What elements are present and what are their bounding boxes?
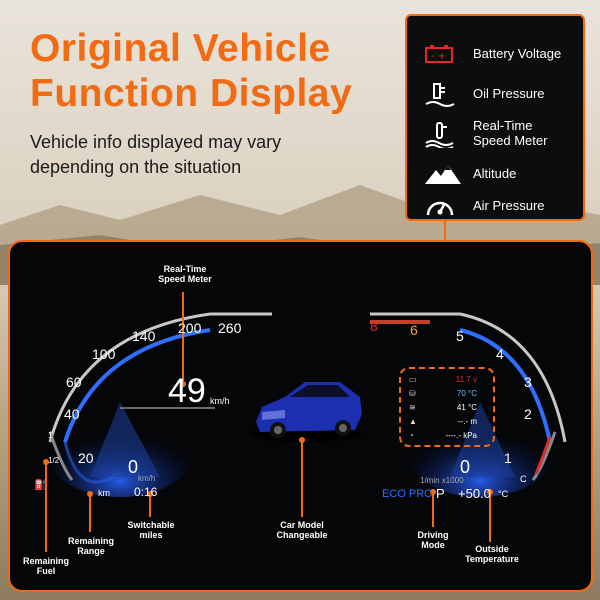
speed-needle-unit: km/h: [138, 474, 156, 483]
legend-item-battery: - + Battery Voltage: [407, 40, 583, 70]
speed-tick: 200: [178, 320, 202, 336]
speed-unit: km/h: [210, 396, 230, 406]
current-speed: 49: [168, 372, 206, 410]
readout-battery: ▭ 11.7 v: [409, 375, 477, 384]
fuel-pump-icon: ⛽: [34, 480, 47, 491]
speed-needle-value: 0: [128, 457, 139, 477]
trip-time: 0:16: [134, 485, 158, 499]
readout-altitude: ▲ --.- m: [409, 417, 477, 426]
temperature-icon: [425, 122, 454, 148]
page-subtitle: Vehicle info displayed may vary dependin…: [30, 132, 282, 177]
legend-item-air-pressure: Air Pressure: [407, 192, 583, 222]
oil-pressure-icon: [425, 83, 455, 107]
legend-item-oil-pressure: Oil Pressure: [407, 80, 583, 110]
oil-pressure-icon: ⛁: [409, 389, 416, 398]
temp-mark: C: [520, 474, 527, 484]
page-title: Original Vehicle Function Display: [30, 27, 353, 115]
outside-temperature: +50.0: [458, 486, 491, 501]
readout-air-pressure: ◔ ----.- kPa: [409, 431, 477, 440]
speed-tick: 100: [92, 346, 116, 362]
battery-icon: ▭: [409, 375, 417, 384]
gear-indicator: P: [436, 486, 445, 501]
rpm-tick: 6: [410, 322, 418, 338]
speed-tick: 20: [78, 450, 94, 466]
speed-tick: 60: [66, 374, 82, 390]
speed-tick: 40: [64, 406, 80, 422]
mountain-icon: [425, 165, 461, 184]
fuel-mark-half: 1/2: [48, 456, 60, 465]
gauge-icon: [426, 201, 454, 216]
rpm-tick: 5: [456, 328, 464, 344]
driving-mode: ECO PRO: [382, 488, 433, 500]
readout-oil: ⛁ 70 °C: [409, 389, 477, 398]
rpm-tick: 1: [504, 450, 512, 466]
legend-item-altitude: Altitude: [407, 160, 583, 190]
rpm-tick: 2: [524, 406, 532, 422]
rpm-tick: 3: [524, 374, 532, 390]
car-image: [249, 382, 362, 442]
battery-icon: - +: [425, 45, 453, 63]
function-legend: - + Battery Voltage Oil Pressure Real-Ti…: [405, 14, 585, 221]
rpm-value: 0: [460, 457, 471, 477]
outside-temperature-unit: °C: [498, 489, 509, 499]
range-unit: km: [98, 488, 110, 498]
rpm-tick: 8: [370, 318, 378, 334]
gauge-icon: ◔: [409, 431, 414, 440]
rpm-tick: 4: [496, 346, 504, 362]
speed-tick: 260: [218, 320, 242, 336]
vehicle-readouts: ▭ 11.7 v ⛁ 70 °C ≋ 41 °C ▲ --.- m ◔ ----…: [399, 367, 495, 447]
readout-temperature: ≋ 41 °C: [409, 403, 477, 412]
gauge-graphics: [43, 292, 567, 552]
mountain-icon: ▲: [409, 417, 417, 426]
fuel-mark-full: 1: [48, 430, 54, 440]
temperature-icon: ≋: [409, 403, 416, 412]
svg-text:- +: - +: [431, 51, 446, 62]
rpm-unit: 1/min x1000: [420, 476, 464, 485]
speed-tick: 140: [132, 328, 156, 344]
